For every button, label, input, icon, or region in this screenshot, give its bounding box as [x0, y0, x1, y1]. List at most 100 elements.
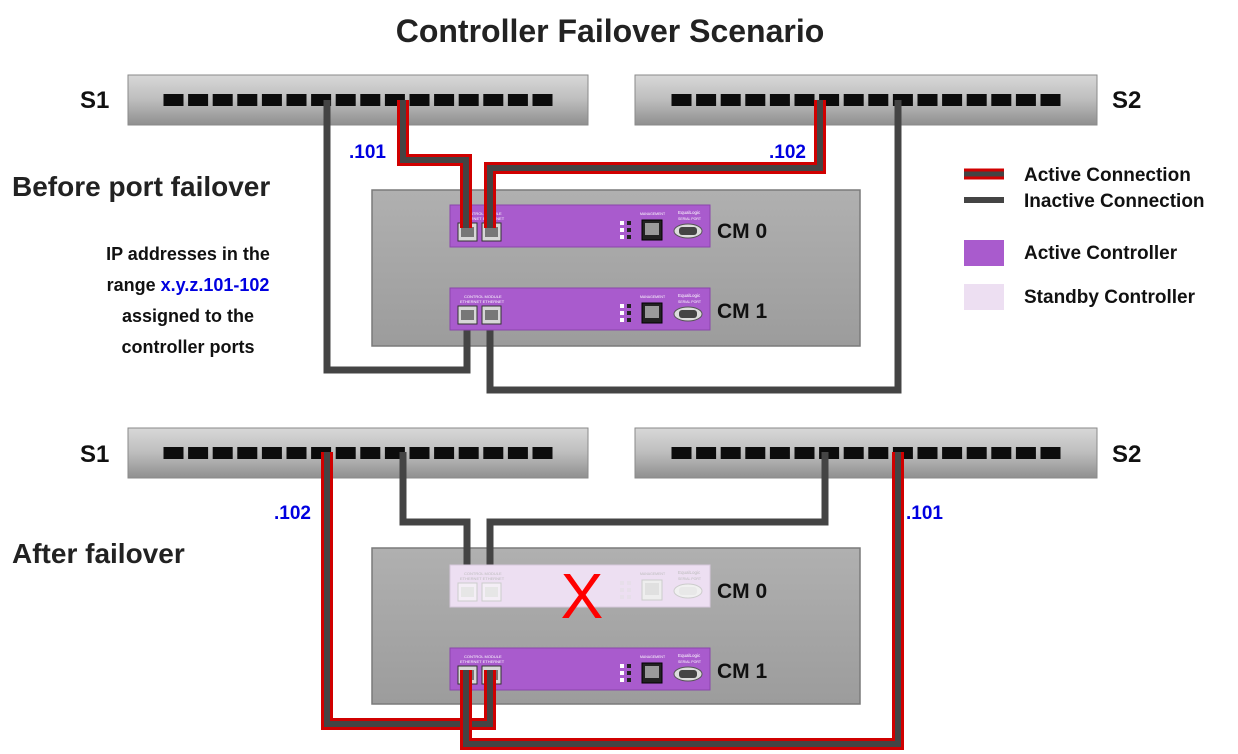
switch-port	[1015, 94, 1036, 106]
ethernet-port	[457, 582, 478, 602]
section-heading-after: After failover	[12, 538, 185, 569]
switch-port	[1040, 94, 1061, 106]
switch-port	[942, 447, 963, 459]
ip-label-right-top: .102	[769, 142, 806, 163]
module-label: SERIAL PORT	[678, 217, 702, 221]
note-line-2: range x.y.z.101-102	[107, 275, 270, 295]
management-port	[641, 579, 663, 601]
switch-port	[335, 94, 356, 106]
serial-port	[673, 223, 703, 239]
legend: Active Connection Inactive Connection Ac…	[964, 165, 1205, 310]
switch-port	[212, 447, 233, 459]
module-label: ETHERNET ETHERNET	[460, 216, 505, 221]
module-label: CONTROL MODULE	[464, 571, 502, 576]
active-connection-s1-cm1	[321, 452, 496, 730]
switch-port	[188, 447, 209, 459]
module-brand: EqualLogic	[678, 293, 701, 298]
inactive-connection-s1-cm0	[399, 452, 471, 588]
management-port	[641, 302, 663, 324]
ip-label-left-top: .101	[349, 142, 386, 163]
ip-range-note: IP addresses in the range x.y.z.101-102 …	[106, 244, 270, 357]
ip-label-left-bottom: .102	[274, 503, 311, 524]
ethernet-port	[481, 305, 502, 325]
switch-port	[991, 447, 1012, 459]
note-line-4: controller ports	[121, 337, 254, 357]
switch-port	[261, 94, 282, 106]
management-port	[641, 219, 663, 241]
switch-port	[966, 94, 987, 106]
switch-port	[335, 447, 356, 459]
cm1-label-bottom: CM 1	[717, 660, 767, 683]
module-label: MANAGEMENT	[640, 295, 666, 299]
switch-port	[696, 447, 717, 459]
switch-port	[409, 94, 430, 106]
switch-port	[843, 447, 864, 459]
switch-port	[507, 94, 528, 106]
cm1-label-top: CM 1	[717, 300, 767, 323]
switch-port	[671, 447, 692, 459]
module-label: CONTROL MODULE	[464, 654, 502, 659]
legend-standby-controller-label: Standby Controller	[1024, 287, 1196, 308]
active-connection-s2-cm0	[484, 100, 826, 228]
switch-port	[360, 447, 381, 459]
switch-port	[1015, 447, 1036, 459]
module-label: MANAGEMENT	[640, 212, 666, 216]
inactive-connection-s2-cm1	[486, 100, 902, 394]
switch-port	[163, 94, 184, 106]
status-leds	[620, 221, 631, 239]
switch-port	[769, 447, 790, 459]
legend-standby-controller-swatch	[964, 284, 1004, 310]
switch-label-s1-bottom: S1	[80, 441, 109, 468]
switch-port	[991, 94, 1012, 106]
cm0-label-top: CM 0	[717, 220, 767, 243]
serial-port	[673, 306, 703, 322]
switch-port	[843, 94, 864, 106]
legend-inactive-connection-label: Inactive Connection	[1024, 191, 1205, 212]
module-label: CONTROL MODULE	[464, 211, 502, 216]
management-port	[641, 662, 663, 684]
switch-s1-top	[127, 74, 589, 126]
switch-port	[794, 94, 815, 106]
switch-port	[458, 94, 479, 106]
switch-port	[745, 447, 766, 459]
serial-port	[673, 666, 703, 682]
switch-port	[868, 94, 889, 106]
switch-port	[188, 94, 209, 106]
module-label: CONTROL MODULE	[464, 294, 502, 299]
switch-port	[532, 447, 553, 459]
active-connection-s2-cm1	[460, 452, 904, 750]
diagram-title: Controller Failover Scenario	[396, 13, 825, 49]
switch-s2-bottom	[634, 427, 1098, 479]
module-label: SERIAL PORT	[678, 660, 702, 664]
inactive-connection-s2-cm0	[486, 452, 829, 588]
active-connection-s1-cm0	[397, 100, 472, 228]
status-leds	[620, 304, 631, 322]
switch-label-s1-top: S1	[80, 87, 109, 114]
module-label: MANAGEMENT	[640, 572, 666, 576]
status-leds	[620, 581, 631, 599]
ethernet-port	[481, 582, 502, 602]
switch-port	[434, 447, 455, 459]
status-leds	[620, 664, 631, 682]
switch-port	[286, 447, 307, 459]
switch-port	[483, 447, 504, 459]
module-brand: EqualLogic	[678, 210, 701, 215]
switch-port	[720, 94, 741, 106]
switch-port	[1040, 447, 1061, 459]
switch-port	[163, 447, 184, 459]
module-label: ETHERNET ETHERNET	[460, 576, 505, 581]
section-heading-before: Before port failover	[12, 171, 270, 202]
note-line-1: IP addresses in the	[106, 244, 270, 264]
switch-port	[532, 94, 553, 106]
inactive-connection-s1-cm1	[323, 100, 471, 374]
module-label: SERIAL PORT	[678, 577, 702, 581]
switch-port	[409, 447, 430, 459]
module-label: SERIAL PORT	[678, 300, 702, 304]
module-label: ETHERNET ETHERNET	[460, 299, 505, 304]
switch-port	[745, 94, 766, 106]
switch-port	[360, 94, 381, 106]
switch-port	[483, 94, 504, 106]
